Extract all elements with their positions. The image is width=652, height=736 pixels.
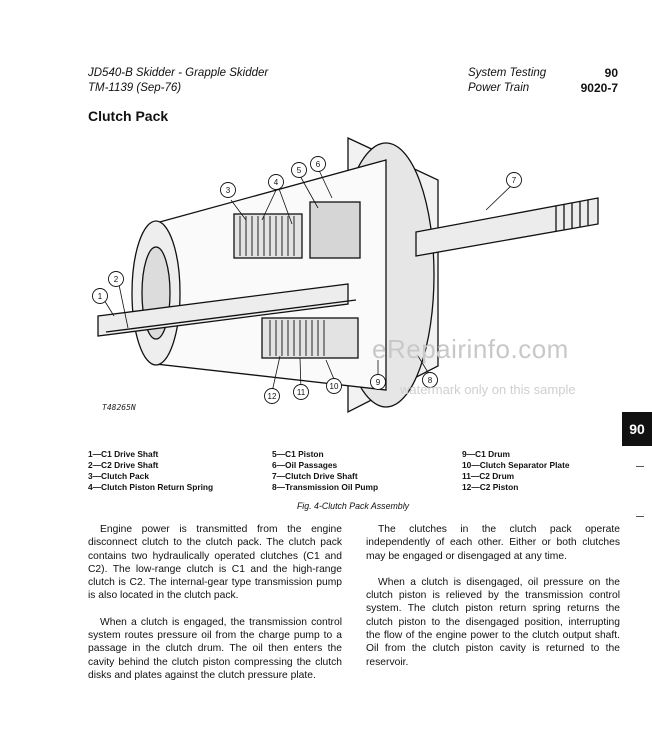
callout-label-7: 7 [512,176,517,185]
callout-label-3: 3 [226,186,231,195]
tab-tick-mark [636,516,644,517]
legend-item: 3—Clutch Pack [88,471,149,481]
legend-column-3: 9—C1 Drum 10—Clutch Separator Plate 11—C… [462,449,570,493]
manual-header: JD540-B Skidder - Grapple Skidder TM-113… [88,66,268,96]
callout-11 [293,384,309,400]
callout-3 [220,182,236,198]
callout-2 [108,271,124,287]
legend-item: 12—C2 Piston [462,482,519,492]
body-paragraph: When a clutch is engaged, the transmissi… [88,616,342,681]
callout-label-11: 11 [297,388,306,397]
callout-label-4: 4 [274,178,279,187]
manual-title: JD540-B Skidder - Grapple Skidder [88,67,269,79]
legend-column-2: 5—C1 Piston 6—Oil Passages 7—Clutch Driv… [272,449,378,493]
body-paragraph: Engine power is transmitted from the eng… [88,524,342,602]
callout-5 [291,162,307,178]
chapter-tab: 90 [622,412,652,446]
callout-label-2: 2 [114,275,119,284]
legend-item: 8—Transmission Oil Pump [272,482,379,492]
section-name: System Testing [468,67,547,79]
figure-code: T48265N [102,403,136,412]
callout-label-8: 8 [428,376,433,385]
body-paragraph: When a clutch is disengaged, oil pressur… [366,576,620,668]
callout-4 [268,174,284,190]
tab-tick-mark [636,466,644,467]
callout-9 [370,374,386,390]
legend-column-1: 1—C1 Drive Shaft 2—C2 Drive Shaft 3—Clut… [88,449,213,493]
body-column-left: Engine power is transmitted from the eng… [88,523,342,695]
subsection-name: Power Train [468,82,530,94]
legend-item: 11—C2 Drum [462,471,515,481]
legend-item: 7—Clutch Drive Shaft [272,471,358,481]
legend-item: 10—Clutch Separator Plate [462,460,570,470]
legend-item: 9—C1 Drum [462,449,510,459]
callout-label-9: 9 [376,378,381,387]
callout-label-1: 1 [98,292,103,301]
legend-item: 2—C2 Drive Shaft [88,460,159,470]
callout-label-10: 10 [330,382,339,391]
section-header: System Testing 90 Power Train 9020-7 [468,66,618,96]
body-column-right: The clutches in the clutch pack operate … [366,523,620,682]
callout-label-6: 6 [316,160,321,169]
callout-label-12: 12 [268,392,277,401]
manual-number: TM-1139 (Sep-76) [88,82,182,94]
figure-caption: Fig. 4-Clutch Pack Assembly [296,501,410,511]
watermark-logo: eRepairinfo.com [372,334,569,364]
callout-6 [310,156,326,172]
page-id: 9020-7 [580,81,618,95]
legend-item: 1—C1 Drive Shaft [88,449,159,459]
clutch-pack-drawing: 1 2 3 4 5 6 7 8 9 10 11 12 T48265N [92,136,599,414]
callout-label-5: 5 [297,166,302,175]
watermark-note: watermark only on this sample [400,382,576,397]
callout-8 [422,372,438,388]
clutch-pack-illustration: 1 2 3 4 5 6 7 8 9 10 11 12 T48265N [86,128,626,428]
page-title: Clutch Pack [88,108,169,124]
callout-12 [264,388,280,404]
legend-item: 6—Oil Passages [272,460,338,470]
callout-7 [506,172,522,188]
callout-1 [92,288,108,304]
legend-item: 4—Clutch Piston Return Spring [88,482,214,492]
body-paragraph: The clutches in the clutch pack operate … [366,524,620,562]
legend-item: 5—C1 Piston [272,449,324,459]
page-number: 90 [604,66,618,80]
callout-10 [326,378,342,394]
